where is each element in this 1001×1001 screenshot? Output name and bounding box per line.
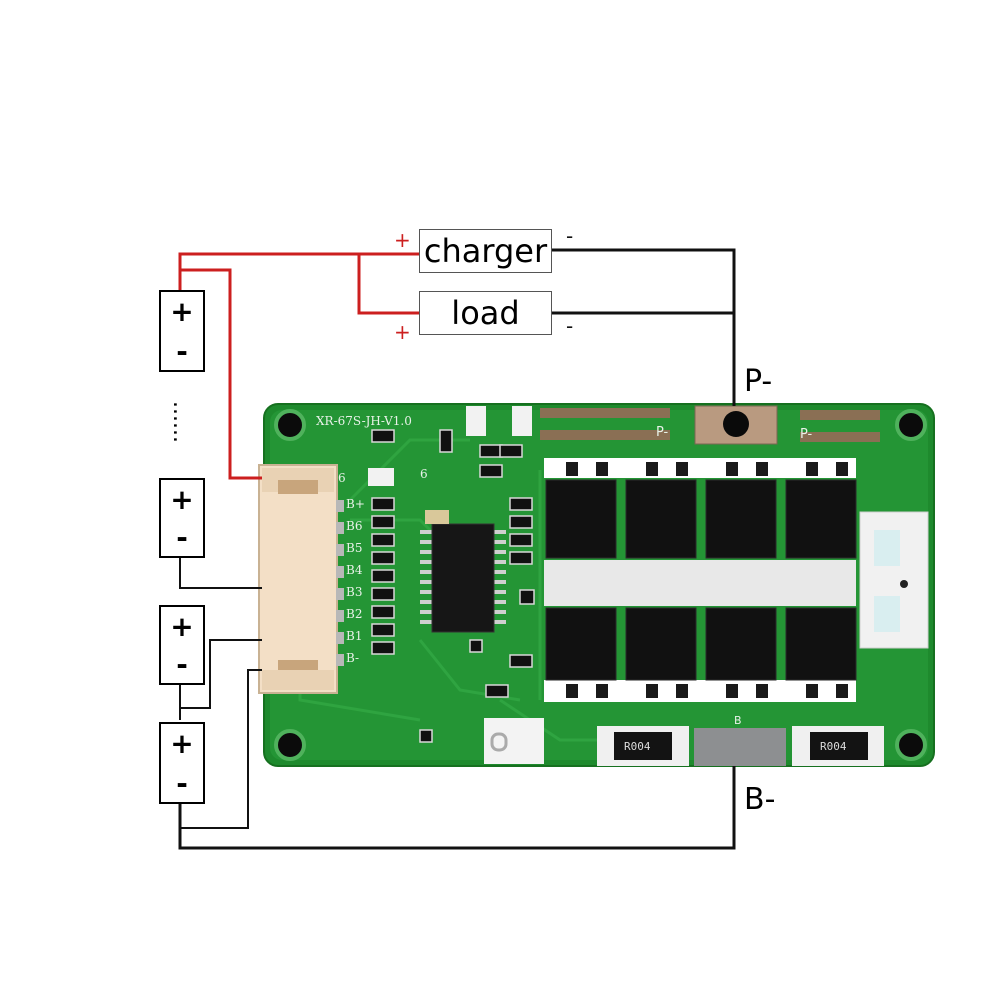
pin-label-b6: B6 <box>346 519 362 533</box>
b-minus-wire <box>178 766 736 850</box>
positive-wiring <box>178 252 419 480</box>
p-minus-label: P- <box>744 364 773 399</box>
cell-3-plus: + <box>170 610 194 643</box>
balance-wires <box>179 558 262 829</box>
silk-p-minus-left: P- <box>656 425 669 440</box>
battery-cell-2: + - <box>159 478 205 558</box>
pin-label-b3: B3 <box>346 585 362 599</box>
pin-label-b-minus: B- <box>346 651 359 665</box>
load-plus-mark: + <box>394 320 411 344</box>
cell-3-minus: - <box>176 648 188 681</box>
load-minus-mark: - <box>566 314 574 338</box>
ellipsis-dots: ...... <box>168 401 193 443</box>
silk-6-label: 6 <box>338 471 346 485</box>
balance-connector <box>258 464 344 694</box>
load-label: load <box>451 294 520 332</box>
silk-6-label-ic: 6 <box>420 467 428 481</box>
pin-label-b5: B5 <box>346 541 362 555</box>
b-minus-label: B- <box>744 782 776 817</box>
battery-cell-3: + - <box>159 605 205 685</box>
mounting-holes <box>274 409 927 761</box>
board-model-label: XR-67S-JH-V1.0 <box>316 414 412 428</box>
balance-bplus-wire <box>180 268 262 480</box>
pin-label-b1: B1 <box>346 629 362 643</box>
cell-bottom-plus: + <box>170 727 194 760</box>
shunt-marking-left: R004 <box>624 740 651 753</box>
charger-plus-mark: + <box>394 228 411 252</box>
connector-pin-labels: B+ B6 B5 B4 B3 B2 B1 B- 6 6 <box>338 467 428 665</box>
p-minus-pad <box>694 405 778 445</box>
cell-2-plus: + <box>170 483 194 516</box>
battery-plus-wire <box>178 252 419 290</box>
pin-label-b4: B4 <box>346 563 363 577</box>
silk-p-minus-right: P- <box>800 427 813 442</box>
charger-minus-mark: - <box>566 224 574 248</box>
shunt-marking-right: R004 <box>820 740 847 753</box>
charger-box: charger <box>419 229 552 273</box>
silk-b-label: B <box>734 714 742 727</box>
shunt-resistors <box>597 726 884 766</box>
pin-label-b-plus: B+ <box>346 497 365 511</box>
charger-label: charger <box>423 232 548 270</box>
battery-cell-top: + - <box>159 290 205 372</box>
mosfet-array <box>544 458 857 702</box>
cell-2-minus: - <box>176 521 188 554</box>
load-box: load <box>419 291 552 335</box>
battery-cell-bottom: + - <box>159 722 205 804</box>
bms-pcb-board <box>258 403 935 767</box>
cell-top-plus: + <box>170 295 194 328</box>
negative-wiring <box>178 248 736 850</box>
protection-ic <box>420 523 506 633</box>
charger-minus-wire <box>552 248 736 406</box>
pin-label-b2: B2 <box>346 607 362 621</box>
load-plus-branch <box>357 254 419 315</box>
cell-top-minus: - <box>176 335 188 368</box>
cell-bottom-minus: - <box>176 767 188 800</box>
